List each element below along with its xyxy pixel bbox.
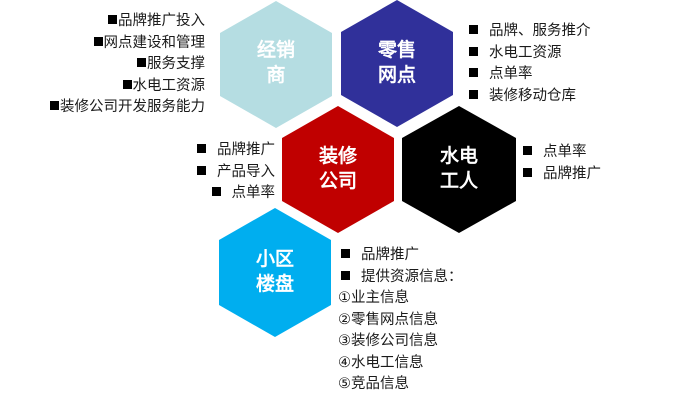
hexagon-dealer-label: 经销 商 (226, 38, 326, 88)
square-bullet-icon (341, 249, 350, 258)
hexagon-plumber (402, 106, 516, 233)
square-bullet-icon (523, 167, 532, 177)
list-item: 品牌推广 (197, 140, 275, 162)
list-item: 品牌、服务推介 (469, 21, 591, 43)
label-line: 楼盘 (255, 273, 294, 295)
decoration-benefits-list: 品牌推广 产品导入 点单率 (197, 140, 275, 205)
numbered-item: ⑤竞品信息 (338, 376, 409, 392)
square-bullet-icon (137, 58, 146, 67)
list-item: 品牌推广投入 (50, 11, 205, 33)
plumber-benefits-list: 点单率 品牌推广 (523, 142, 601, 185)
numbered-item: ④水电工信息 (338, 354, 424, 371)
list-item: 点单率 (197, 183, 275, 205)
list-item: 品牌推广 (523, 164, 601, 186)
square-bullet-icon (211, 187, 221, 196)
hexagon-retail (341, 0, 453, 127)
list-item: 水电工资源 (50, 76, 205, 98)
label-line: 商 (266, 64, 286, 86)
label-line: 水电 (439, 145, 478, 167)
numbered-item: ③装修公司信息 (338, 333, 438, 349)
label-line: 网点 (377, 64, 416, 86)
hexagon-community-label: 小区 楼盘 (225, 247, 325, 297)
retail-benefits-list: 品牌、服务推介 水电工资源 点单率 装修移动仓库 (469, 21, 591, 107)
hexagon-decoration (282, 106, 394, 233)
list-item: 提供资源信息： (338, 267, 463, 289)
list-item: 网点建设和管理 (50, 33, 205, 55)
numbered-item: ②零售网点信息 (338, 311, 438, 328)
hexagon-decoration-label: 装修 公司 (288, 144, 388, 194)
square-bullet-icon (93, 36, 103, 46)
hexagon-dealer (220, 1, 332, 128)
label-line: 装修 (318, 145, 357, 167)
hexagon-retail-label: 零售 网点 (347, 38, 447, 88)
list-item: 装修公司开发服务能力 (50, 97, 205, 119)
label-line: 小区 (255, 248, 294, 270)
square-bullet-icon (341, 270, 350, 280)
square-bullet-icon (523, 146, 532, 155)
list-item: 水电工资源 (469, 43, 591, 65)
square-bullet-icon (122, 79, 132, 89)
numbered-item: ①业主信息 (338, 290, 409, 306)
square-bullet-icon (469, 25, 478, 34)
square-bullet-icon (469, 68, 478, 77)
label-line: 工人 (439, 170, 478, 192)
label-line: 经销 (256, 39, 295, 61)
hexagon-community (219, 208, 331, 337)
square-bullet-icon (197, 144, 206, 153)
square-bullet-icon (108, 15, 117, 24)
list-item: 品牌推广 (338, 245, 463, 267)
square-bullet-icon (50, 101, 59, 110)
community-benefits-list: 品牌推广 提供资源信息： ①业主信息 ②零售网点信息 ③装修公司信息 ④水电工信… (338, 245, 463, 396)
list-item: 产品导入 (197, 162, 275, 184)
label-line: 公司 (318, 170, 357, 192)
hexagon-plumber-label: 水电 工人 (409, 144, 509, 194)
square-bullet-icon (469, 46, 478, 56)
list-item: 装修移动仓库 (469, 86, 591, 108)
label-line: 零售 (377, 39, 416, 61)
square-bullet-icon (469, 89, 478, 99)
list-item: 点单率 (523, 142, 601, 164)
list-item: 点单率 (469, 64, 591, 86)
square-bullet-icon (197, 165, 206, 175)
list-item: 服务支撑 (50, 54, 205, 76)
dealer-benefits-list: 品牌推广投入 网点建设和管理 服务支撑 水电工资源 装修公司开发服务能力 (50, 11, 205, 119)
